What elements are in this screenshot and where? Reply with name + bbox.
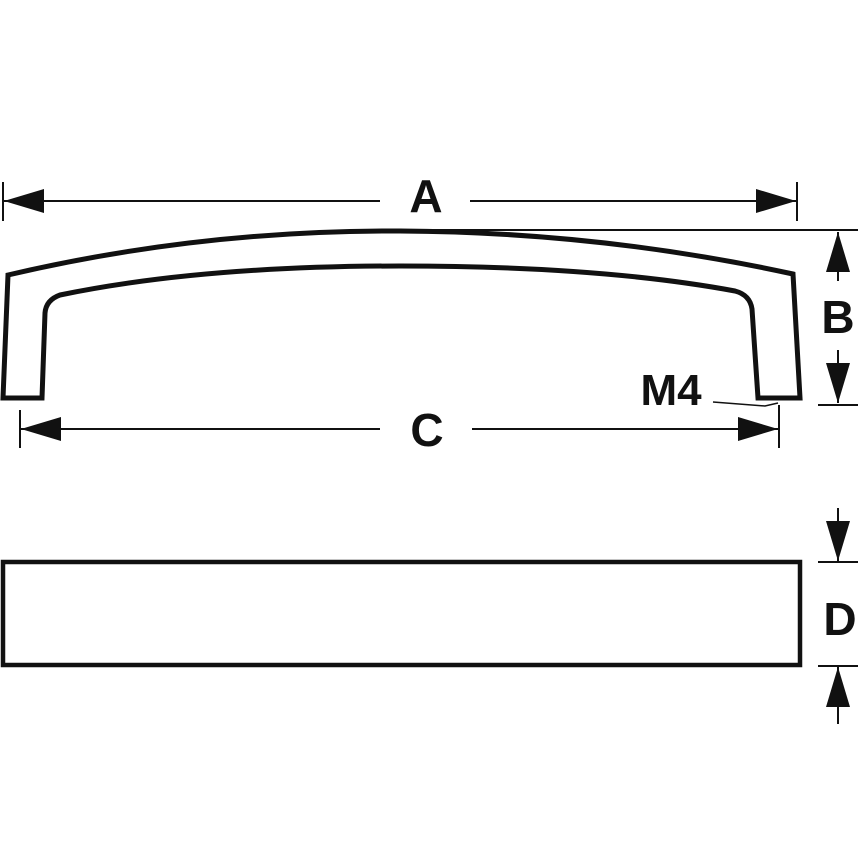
thread-leader-line — [712, 401, 779, 407]
handle-top-outline — [0, 559, 803, 668]
dimension-label-a: A — [409, 170, 442, 222]
handle-front-view — [0, 228, 803, 401]
dimension-label-d: D — [823, 593, 856, 645]
dimension-label-b: B — [821, 291, 854, 343]
dimension-a: A — [2, 170, 798, 222]
dimension-label-c: C — [410, 404, 443, 456]
handle-outline — [0, 228, 803, 401]
dimension-d: D — [818, 508, 858, 724]
handle-top-view — [0, 559, 803, 668]
thread-label-m4: M4 — [640, 366, 702, 415]
dimension-c: C — [19, 404, 780, 456]
thread-callout: M4 — [640, 366, 779, 415]
dimension-b: B — [400, 229, 858, 406]
